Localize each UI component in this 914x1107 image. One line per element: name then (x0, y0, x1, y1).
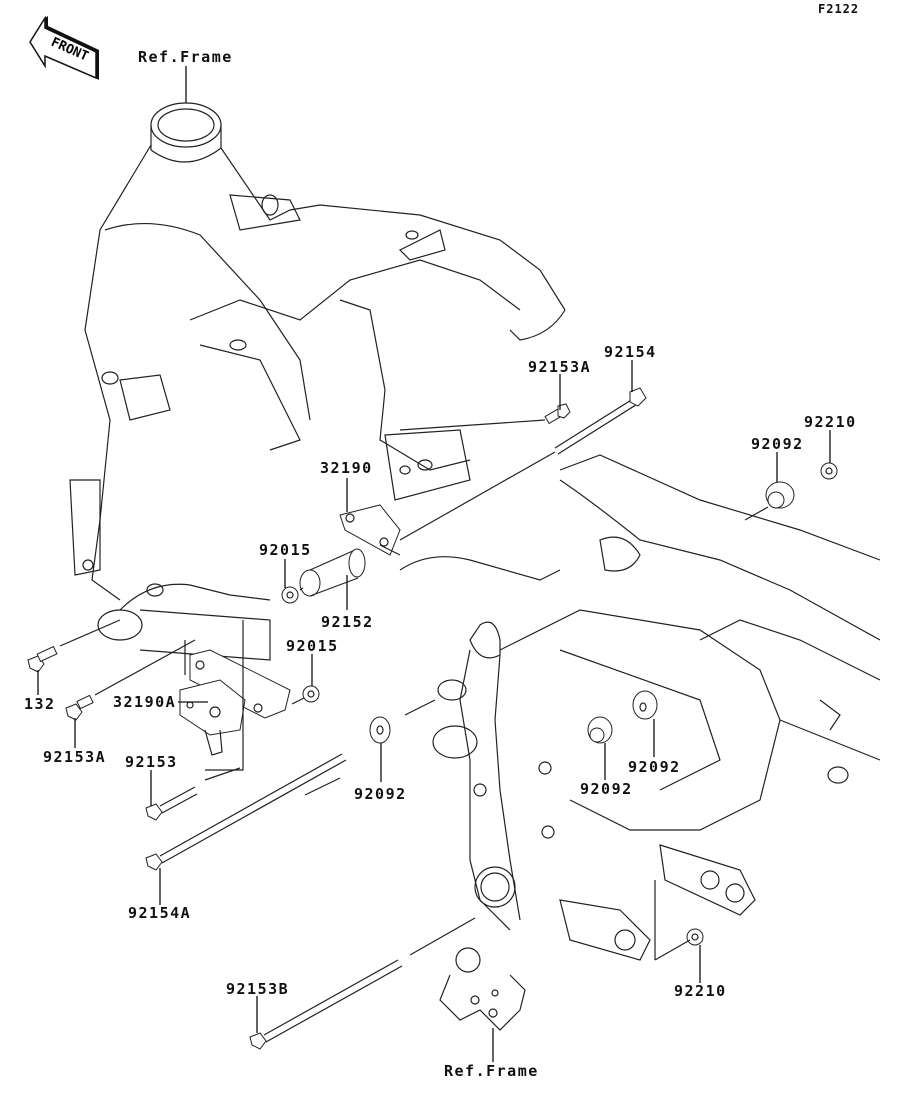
bolt-132-drawing (27, 619, 121, 673)
nut-92015-lower-drawing (291, 685, 320, 705)
part-label-92154A[interactable]: 92154A (128, 904, 192, 922)
part-label-32190A[interactable]: 32190A (113, 693, 177, 711)
part-label-92153[interactable]: 92153 (125, 753, 178, 771)
bolt-92153A-lower-drawing (65, 639, 196, 721)
part-label-92015-lower[interactable]: 92015 (286, 637, 339, 655)
part-label-132[interactable]: 132 (24, 695, 56, 713)
bracket-32190A-drawing (179, 620, 291, 771)
part-label-92153B[interactable]: 92153B (226, 980, 290, 998)
bolt-92153B-drawing (249, 917, 476, 1050)
part-label-ref-frame-top[interactable]: Ref.Frame (138, 48, 233, 66)
bushing-92092-right-drawing (632, 690, 658, 720)
part-label-92153A-lower[interactable]: 92153A (43, 748, 107, 766)
part-label-92015-upper[interactable]: 92015 (259, 541, 312, 559)
lower-frame-drawing (399, 454, 881, 1031)
part-label-92210-upper[interactable]: 92210 (804, 413, 857, 431)
nut-92015-upper-drawing (281, 586, 299, 604)
bolt-92153A-upper-drawing (399, 403, 571, 431)
leader-lines (37, 66, 831, 1062)
bolt-92153-drawing (145, 767, 241, 821)
part-label-ref-frame-bottom[interactable]: Ref.Frame (444, 1062, 539, 1080)
bracket-32190-drawing (339, 504, 401, 556)
part-label-92092-upper[interactable]: 92092 (751, 435, 804, 453)
diagram-code: F2122 (818, 2, 860, 16)
upper-frame-drawing (69, 102, 566, 661)
bushing-92092-center-drawing (587, 716, 613, 744)
collar-92152-drawing (299, 548, 366, 597)
part-label-92092-right[interactable]: 92092 (628, 758, 681, 776)
part-label-92153A-upper[interactable]: 92153A (528, 358, 592, 376)
front-arrow-icon: FRONT (29, 15, 99, 80)
bushing-92092-upper-drawing (744, 481, 795, 521)
part-label-92092-center[interactable]: 92092 (580, 780, 633, 798)
part-label-92152[interactable]: 92152 (321, 613, 374, 631)
nut-92210-lower-drawing (654, 880, 704, 961)
bushing-92092-left-drawing (369, 699, 436, 744)
part-label-92092-left[interactable]: 92092 (354, 785, 407, 803)
part-label-92154[interactable]: 92154 (604, 343, 657, 361)
nut-92210-upper-drawing (820, 462, 838, 480)
part-label-92210-lower[interactable]: 92210 (674, 982, 727, 1000)
bolt-92154A-drawing (145, 753, 347, 871)
part-label-32190[interactable]: 32190 (320, 459, 373, 477)
bolt-92154-drawing (399, 387, 647, 541)
